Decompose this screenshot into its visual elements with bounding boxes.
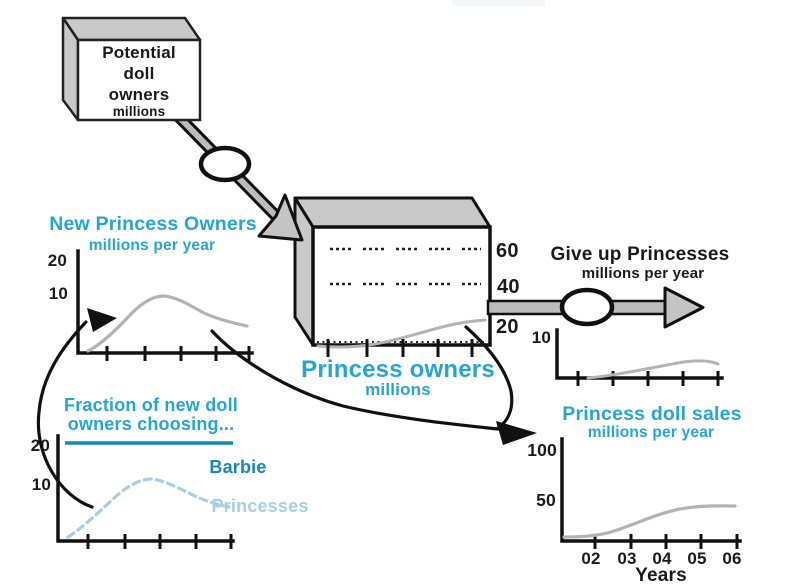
chart-give-up-axes (555, 328, 724, 380)
stock-level-curve (316, 318, 487, 349)
outflow-unit: millions per year (582, 265, 705, 282)
chart-fraction-title-line2: owners choosing... (68, 414, 235, 434)
chart-sales-x03: 03 (617, 549, 636, 568)
princesses-legend-label: Princesses (211, 496, 308, 516)
outflow: Give up Princesses millions per year (486, 244, 730, 329)
main-stock-axis-ticks (326, 339, 474, 357)
chart-fraction-y10: 10 (32, 475, 51, 494)
chart-new-owners: New Princess Owners millions per year 20… (48, 213, 257, 361)
outflow-arrowhead-icon (663, 286, 705, 329)
chart-fraction-ticks (86, 534, 233, 549)
chart-sales-unit: millions per year (588, 424, 715, 441)
chart-new-owners-y10: 10 (49, 284, 68, 303)
arrow-stock-to-sales (464, 325, 514, 430)
chart-sales-xaxis-label: Years (635, 565, 687, 585)
chart-give-up-ticks (576, 371, 720, 386)
chart-sales-axes (560, 437, 742, 543)
main-stock-label: Princess owners (301, 356, 495, 383)
potential-stock-front-face (76, 38, 202, 122)
main-stock-left-face (293, 196, 315, 347)
chart-give-up-y10: 10 (532, 328, 551, 347)
chart-new-owners-axes (76, 249, 254, 355)
chart-new-owners-curve (86, 294, 249, 353)
arrow-sales-arrowhead-icon (496, 421, 537, 445)
chart-sales-x02: 02 (581, 549, 600, 568)
chart-sales-title: Princess doll sales (562, 403, 741, 425)
arrow-fraction-arrowhead-icon (87, 308, 117, 332)
inflow-valve-icon (198, 145, 252, 183)
main-stock-scale-20: 20 (496, 316, 519, 338)
chart-sales-x06: 06 (722, 549, 741, 568)
main-stock-unit: millions (365, 380, 431, 399)
chart-new-owners-ticks (105, 346, 251, 361)
potential-stock-unit: millions (113, 104, 166, 119)
outflow-valve-icon (559, 287, 615, 327)
potential-stock: Potential doll owners millions (61, 16, 202, 122)
main-stock-scale-40: 40 (497, 276, 520, 298)
chart-sales-y50: 50 (536, 490, 556, 510)
princesses-curve (66, 477, 231, 539)
chart-sales-curve (562, 504, 737, 539)
main-stock-scale-60: 60 (496, 240, 519, 262)
barbie-legend-label: Barbie (209, 457, 266, 477)
chart-new-owners-unit: millions per year (89, 237, 216, 254)
chart-fraction-axes (56, 434, 235, 543)
chart-new-owners-title: New Princess Owners (49, 213, 257, 235)
chart-give-up: 10 (532, 328, 724, 386)
chart-sales-x05: 05 (687, 549, 706, 568)
chart-sales: Princess doll sales millions per year 10… (527, 403, 742, 585)
chart-fraction: Fraction of new doll owners choosing... … (31, 395, 308, 549)
chart-sales-x04: 04 (652, 549, 672, 568)
chart-fraction-title-line1: Fraction of new doll (64, 395, 238, 415)
potential-stock-label-line1: Potential (102, 43, 176, 62)
outflow-label: Give up Princesses (551, 244, 730, 265)
arrow-new-owners-to-sales (210, 329, 500, 431)
potential-stock-label-line2: doll (123, 64, 154, 83)
potential-stock-label-line3: owners (109, 85, 170, 104)
inflow-arrowhead-icon (257, 193, 304, 242)
chart-new-owners-y20: 20 (48, 251, 67, 270)
chart-sales-y100: 100 (527, 440, 557, 460)
potential-stock-top-face (61, 16, 202, 42)
main-stock-top-face (293, 196, 492, 229)
chart-give-up-curve (586, 359, 720, 380)
arrow-fraction-to-new-owners (36, 320, 94, 509)
main-stock: 60 40 20 Princess owners millions (293, 196, 520, 399)
main-stock-front-face (311, 225, 492, 347)
causal-arrows (36, 308, 537, 509)
top-smudge (452, 0, 545, 6)
